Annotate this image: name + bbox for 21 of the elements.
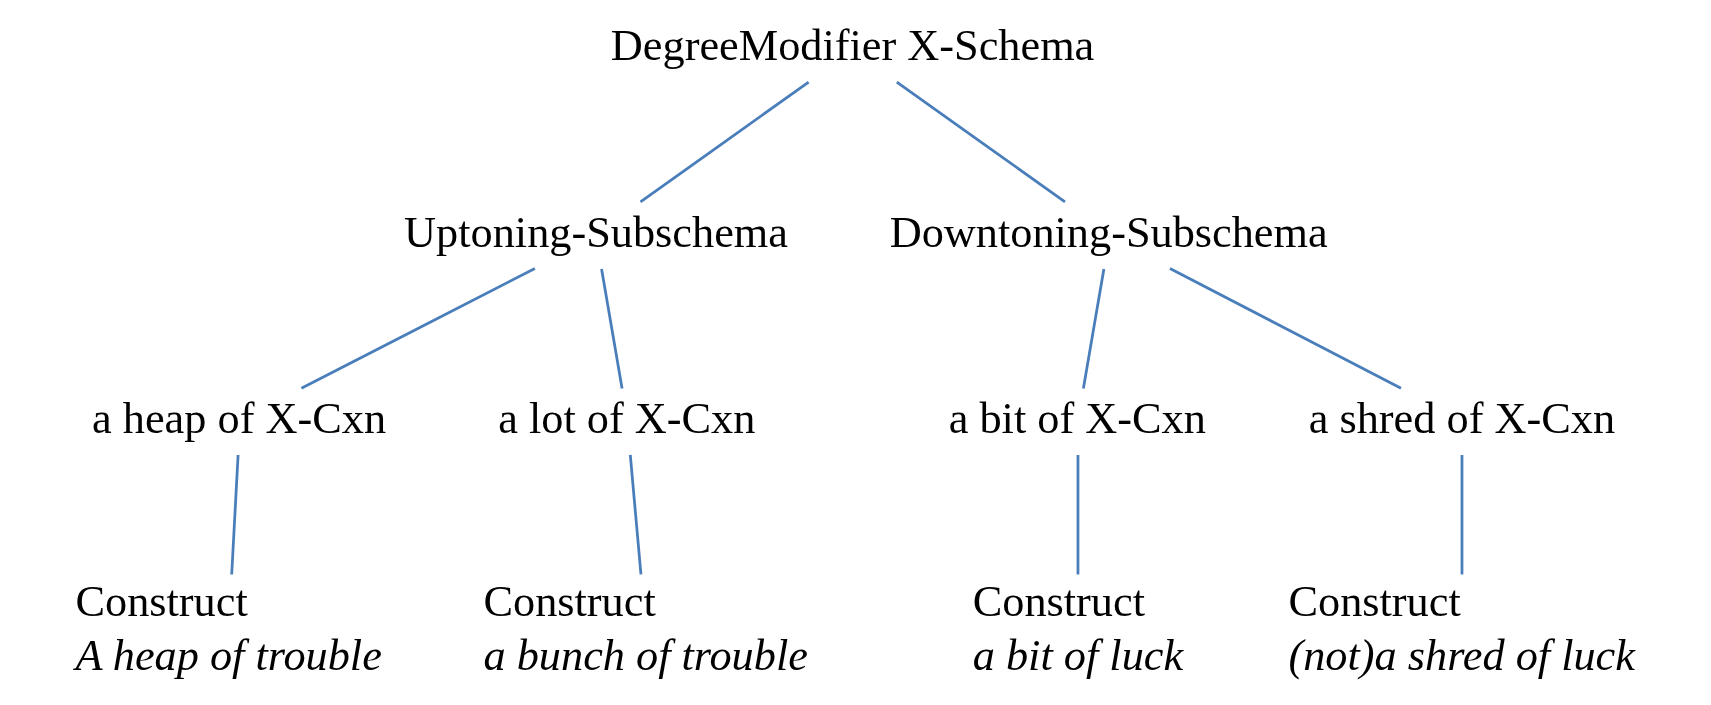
- node-text: Construct a bunch of trouble: [483, 576, 808, 680]
- node-text: Downtoning-Subschema: [889, 207, 1328, 257]
- connector: [600, 268, 624, 389]
- node-text: a shred of X-Cxn: [1308, 394, 1616, 444]
- node-text: Construct a bit of luck: [972, 576, 1184, 680]
- node-text: Uptoning-Subschema: [404, 207, 788, 257]
- connector: [628, 454, 643, 575]
- node-text: a heap of X-Cxn: [92, 394, 387, 444]
- connector: [1082, 268, 1106, 389]
- node-text: a bit of X-Cxn: [948, 394, 1206, 444]
- node-text: a lot of X-Cxn: [498, 394, 756, 444]
- connector: [639, 80, 810, 203]
- node-text: Construct (not)a shred of luck: [1288, 576, 1635, 680]
- connector: [300, 267, 536, 390]
- connector: [1076, 455, 1080, 575]
- connector: [896, 80, 1066, 203]
- connector: [1169, 267, 1402, 390]
- node-text: Construct A heap of trouble: [75, 576, 382, 680]
- connector: [230, 454, 240, 575]
- connector: [1460, 455, 1464, 575]
- node-text: DegreeModifier X-Schema: [610, 21, 1095, 71]
